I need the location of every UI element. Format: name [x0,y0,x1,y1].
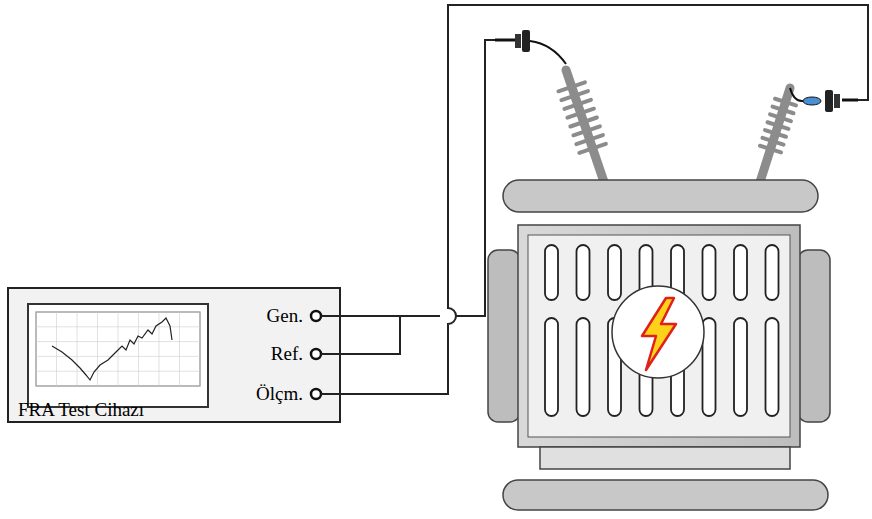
device-name: FRA Test Cihazı [18,399,144,421]
terminal-label: Ref. [271,343,303,365]
terminal-label: Ölçm. [256,383,303,405]
terminal-label: Gen. [267,305,303,327]
